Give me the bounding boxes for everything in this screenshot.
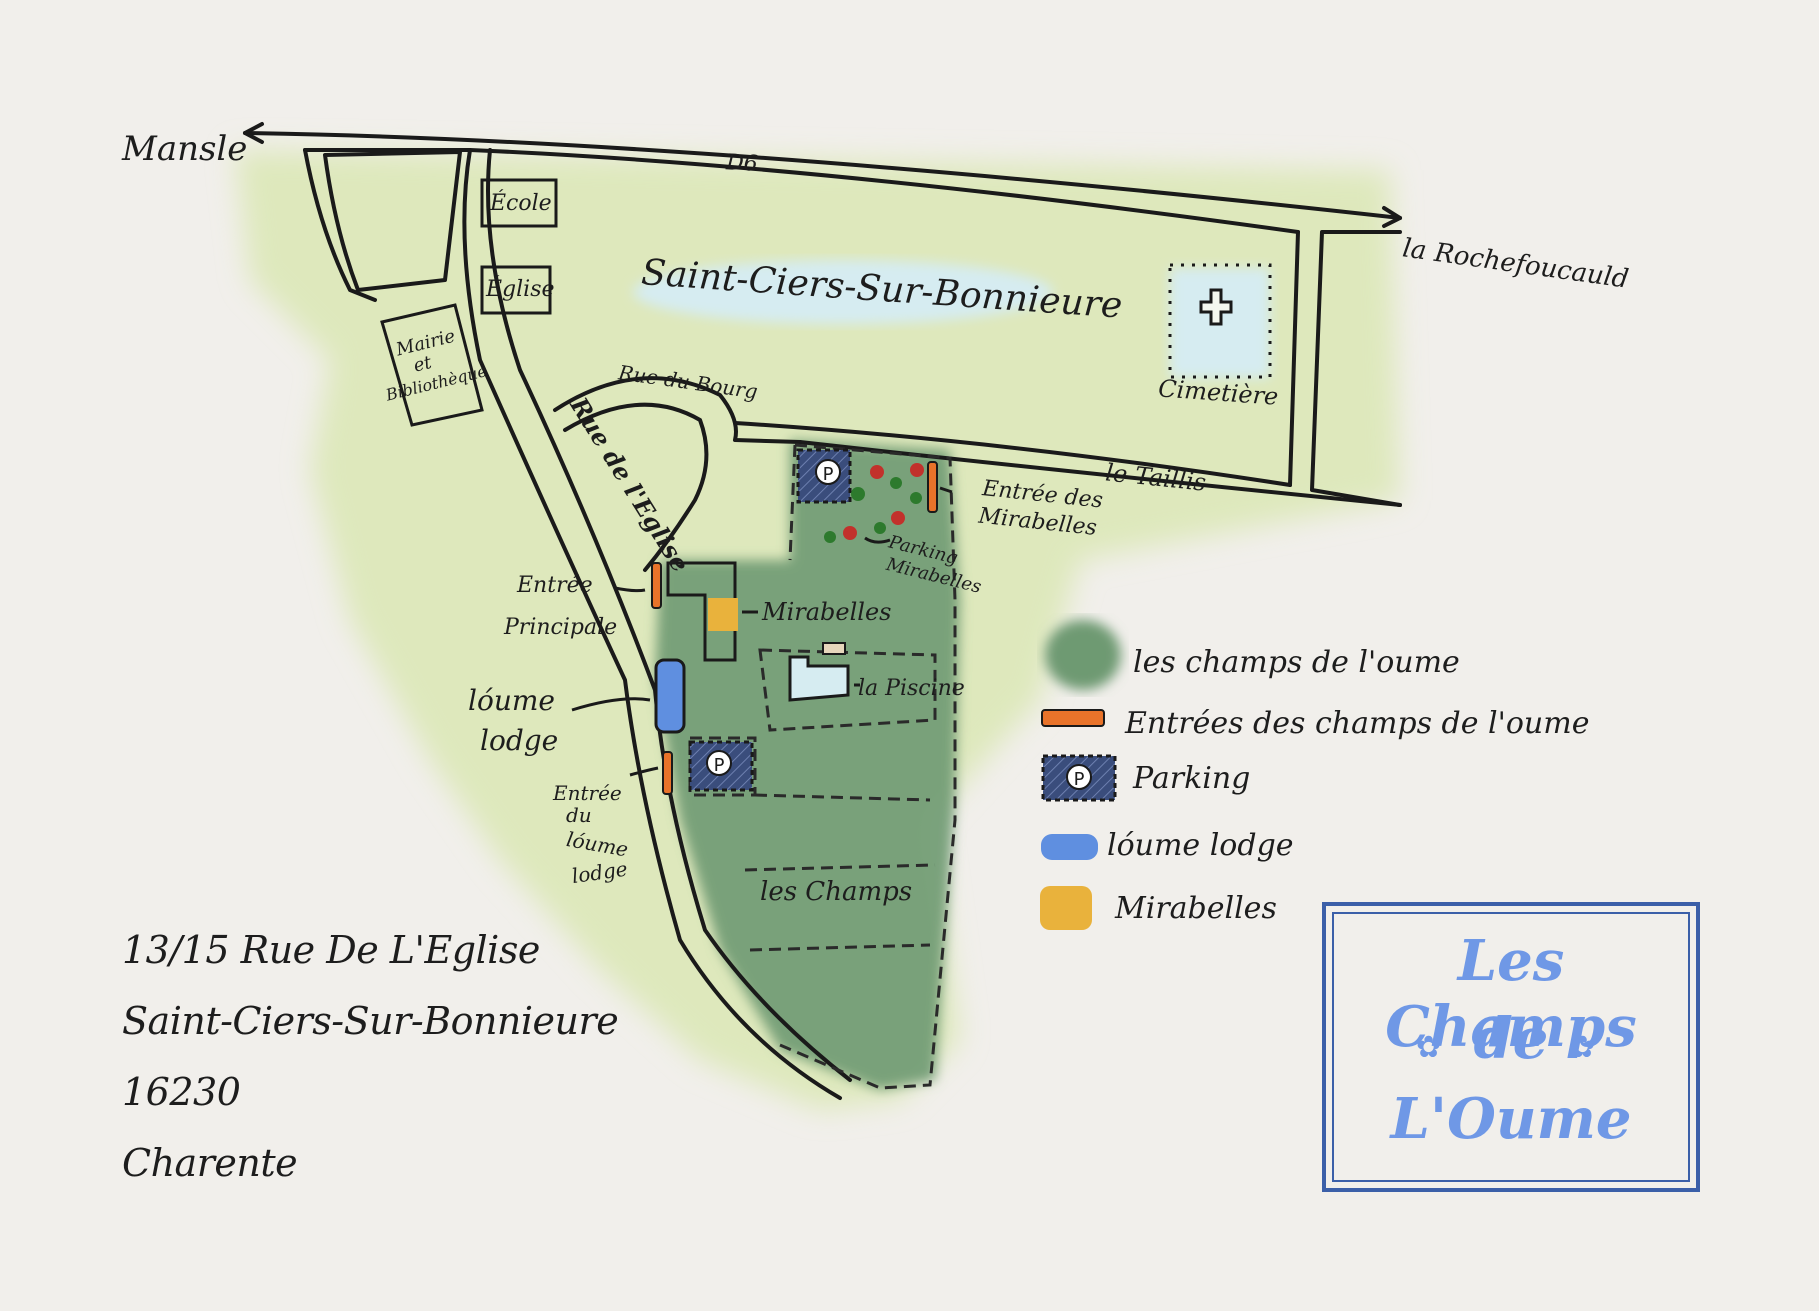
main-house bbox=[666, 561, 737, 662]
town-water-wash bbox=[633, 260, 1053, 324]
ecole-building bbox=[480, 178, 558, 228]
site-boundary bbox=[779, 443, 957, 1090]
label-entree-lodge-1: Entrée bbox=[552, 781, 622, 805]
mansle-arrow bbox=[243, 122, 264, 144]
rue-de-l-eglise-east bbox=[486, 148, 852, 1082]
main-block-east bbox=[1288, 230, 1300, 487]
d6-west-curve bbox=[303, 148, 377, 302]
legend: les champs de l'oume Entrées des champs … bbox=[1040, 620, 1589, 930]
label-arrows bbox=[571, 486, 953, 777]
flower-icon: ✿ bbox=[1570, 1030, 1596, 1065]
entree-principale-marker bbox=[651, 562, 662, 609]
title-line-1: Les Champs bbox=[1385, 928, 1637, 1060]
mairie-building bbox=[380, 303, 484, 427]
title-line-2: de bbox=[1473, 1006, 1549, 1072]
entree-mirabelles-marker bbox=[927, 461, 938, 513]
legend-label-0: les champs de l'oume bbox=[1133, 645, 1460, 680]
pool bbox=[788, 655, 850, 702]
parking-north-symbol: P bbox=[823, 464, 834, 485]
title-card-inner-border bbox=[1332, 912, 1690, 1182]
field-line-2 bbox=[744, 863, 936, 872]
label-eglise: Église bbox=[485, 275, 555, 302]
label-larochefoucauld: la Rochefoucauld bbox=[1401, 233, 1631, 294]
legend-label-3: lóume lodge bbox=[1107, 828, 1294, 863]
left-block bbox=[323, 150, 462, 292]
legend-label-1: Entrées des champs de l'oume bbox=[1124, 706, 1589, 741]
rue-de-l-eglise-west bbox=[462, 148, 842, 1100]
legend-parking-symbol: P bbox=[1074, 769, 1085, 790]
field-line-1 bbox=[754, 793, 931, 802]
legend-parking-sign bbox=[1066, 764, 1092, 790]
parking-south-box bbox=[688, 736, 757, 797]
le-taillis-road-north bbox=[733, 421, 1292, 487]
rue-du-bourg-outer bbox=[553, 376, 802, 444]
title-line-3: L'Oume bbox=[1390, 1086, 1632, 1152]
road-d6-south-edge bbox=[303, 148, 1300, 234]
pool-house bbox=[822, 642, 846, 655]
legend-swatch-mirabelles bbox=[1040, 886, 1092, 930]
label-entree-lodge-2: du bbox=[566, 803, 592, 827]
eglise-building bbox=[480, 265, 552, 315]
right-block bbox=[1310, 230, 1402, 507]
label-loume-lodge-2: lodge bbox=[480, 724, 558, 757]
label-loume-lodge-1: lóume bbox=[468, 684, 555, 717]
parking-north-sign bbox=[815, 459, 841, 485]
entree-lodge-marker bbox=[662, 751, 673, 795]
label-d6: D6 bbox=[724, 150, 758, 177]
title-card: Les Champs de ✿ ✿ L'Oume bbox=[1322, 902, 1700, 1192]
label-la-piscine: la Piscine bbox=[858, 676, 965, 701]
address-line-1: 13/15 Rue De L'Eglise bbox=[122, 928, 540, 972]
label-entree-principale-2: Principale bbox=[503, 615, 617, 640]
site-internal-line bbox=[788, 444, 797, 561]
address-line-4: Charente bbox=[122, 1141, 298, 1185]
parking-south-symbol: P bbox=[714, 755, 725, 776]
address-block: 13/15 Rue De L'Eglise Saint-Ciers-Sur-Bo… bbox=[122, 915, 619, 1199]
label-entree-principale-1: Entrée bbox=[516, 573, 593, 598]
legend-swatch-entrees bbox=[1041, 709, 1105, 727]
flower-icon: ✿ bbox=[1416, 1030, 1442, 1065]
label-mairie-2: et bbox=[411, 352, 434, 377]
cross-icon bbox=[1199, 288, 1233, 326]
label-ecole: École bbox=[489, 189, 552, 216]
label-les-champs: les Champs bbox=[760, 877, 912, 907]
address-line-2: Saint-Ciers-Sur-Bonnieure bbox=[122, 999, 619, 1043]
cemetery bbox=[1168, 263, 1272, 379]
road-d6-north-edge bbox=[243, 131, 1402, 220]
orchard-trees bbox=[824, 463, 924, 543]
legend-swatch-champs bbox=[1045, 620, 1121, 690]
legend-label-4: Mirabelles bbox=[1114, 891, 1277, 926]
address-line-3: 16230 bbox=[122, 1070, 241, 1114]
label-mirabelles: Mirabelles bbox=[761, 598, 891, 626]
label-mansle: Mansle bbox=[121, 129, 247, 169]
loume-lodge-building bbox=[654, 658, 686, 734]
parking-south-sign bbox=[706, 750, 732, 776]
larochefoucauld-arrow bbox=[1382, 206, 1402, 228]
legend-label-2: Parking bbox=[1132, 761, 1250, 796]
mirabelles-building bbox=[708, 598, 738, 631]
legend-swatch-lodge bbox=[1041, 834, 1098, 860]
rue-du-bourg-inner bbox=[563, 402, 709, 572]
piscine-enclosure bbox=[758, 648, 937, 732]
field-line-3 bbox=[749, 943, 931, 952]
